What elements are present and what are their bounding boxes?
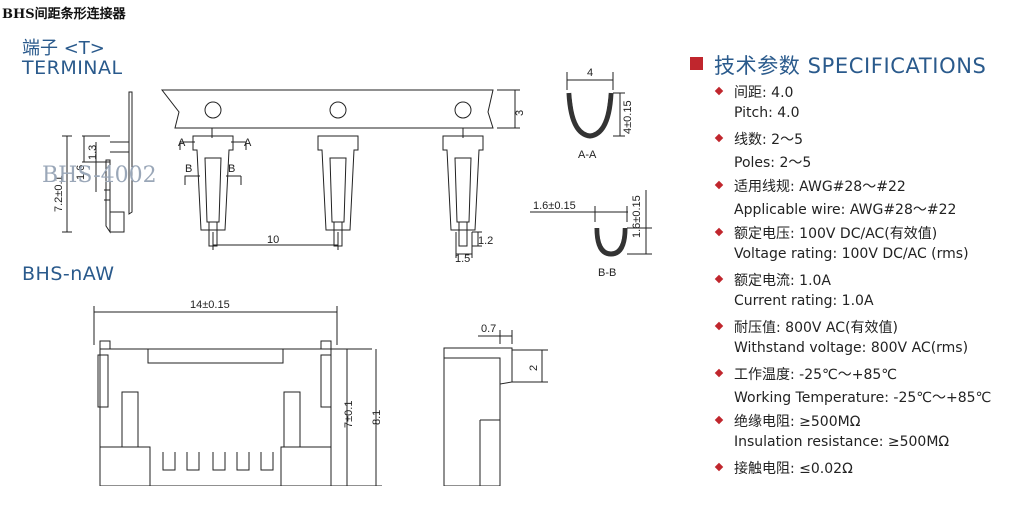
spec-en: Withstand voltage: 800V AC(rms): [734, 340, 969, 356]
diamond-bullet-icon: [714, 321, 724, 331]
spec-en: Applicable wire: AWG#28～#22: [734, 202, 957, 218]
section-b-b: [530, 190, 652, 257]
diamond-bullet-icon: [714, 86, 724, 96]
diamond-bullet-icon: [714, 180, 724, 190]
housing-model-label: BHS-nAW: [22, 263, 115, 285]
spec-cn: 绝缘电阻: ≥500MΩ: [734, 414, 861, 430]
diamond-bullet-icon: [714, 133, 724, 143]
terminal-label-en: TERMINAL: [22, 57, 123, 79]
dim-housing-width: 14±0.15: [190, 299, 230, 311]
spec-cn: 适用线规: AWG#28～#22: [734, 179, 906, 195]
spec-title: 技术参数 SPECIFICATIONS: [714, 54, 987, 78]
technical-drawing: A A B B 1.3 1.6 7.2±0.1 10 3 1.5 1.2 4 4…: [53, 67, 652, 486]
diamond-bullet-icon: [714, 415, 724, 425]
dim-housing-h8: 8.1: [371, 410, 383, 425]
spec-cn: 额定电流: 1.0A: [734, 273, 832, 289]
terminal-strip-view: [160, 89, 520, 258]
dim-a-left: A: [178, 137, 186, 149]
spec-cn: 额定电压: 100V DC/AC(有效值): [734, 226, 938, 242]
spec-en: Voltage rating: 100V DC/AC (rms): [734, 246, 969, 262]
dim-housing-h7: 7±0.1: [343, 401, 355, 428]
dim-1-5: 1.5: [455, 253, 470, 265]
spec-cn: 线数: 2～5: [734, 132, 803, 148]
diamond-bullet-icon: [714, 227, 724, 237]
dim-bb-width: 1.6±0.15: [533, 200, 576, 212]
diamond-bullet-icon: [714, 368, 724, 378]
dim-aa-width: 4: [587, 67, 593, 79]
dim-side-0-7: 0.7: [481, 323, 496, 335]
housing-side-view: [443, 330, 548, 486]
spec-en: Current rating: 1.0A: [734, 293, 874, 309]
section-bb-label: B-B: [598, 267, 616, 279]
dim-7-2: 7.2±0.1: [53, 175, 65, 212]
section-aa-label: A-A: [578, 149, 597, 161]
dim-pitch-10: 10: [267, 234, 279, 246]
dim-1-6: 1.6: [75, 165, 87, 180]
terminal-label-cn: 端子 <T>: [22, 38, 105, 59]
dim-bb-height: 1.6±0.15: [631, 195, 643, 238]
dim-aa-height: 4±0.15: [622, 100, 634, 134]
dim-side-2: 2: [528, 365, 540, 371]
page-title: BHS间距条形连接器: [2, 7, 126, 22]
watermark-text: BHS-4002: [42, 163, 157, 188]
spec-cn: 接触电阻: ≤0.02Ω: [734, 461, 853, 477]
dim-b-right: B: [228, 163, 235, 175]
spec-cn: 耐压值: 800V AC(有效值): [734, 320, 898, 336]
dim-a-right: A: [244, 137, 252, 149]
spec-cn: 工作温度: -25℃～+85℃: [734, 367, 898, 383]
section-a-a: [566, 72, 625, 139]
dim-strip-3: 3: [514, 110, 526, 116]
terminal-side-view: [62, 91, 133, 234]
spec-en: Poles: 2～5: [734, 155, 812, 171]
spec-cn: 间距: 4.0: [734, 85, 794, 101]
spec-en: Working Temperature: -25℃～+85℃: [734, 390, 992, 406]
housing-front-view: [93, 306, 382, 486]
dim-b-left: B: [185, 163, 192, 175]
spec-en: Pitch: 4.0: [734, 105, 800, 121]
diamond-bullet-icon: [714, 274, 724, 284]
dim-1-3: 1.3: [87, 145, 99, 160]
spec-en: Insulation resistance: ≥500MΩ: [734, 434, 950, 450]
dim-1-2: 1.2: [478, 235, 493, 247]
diamond-bullet-icon: [714, 462, 724, 472]
square-bullet-icon: [690, 57, 703, 70]
